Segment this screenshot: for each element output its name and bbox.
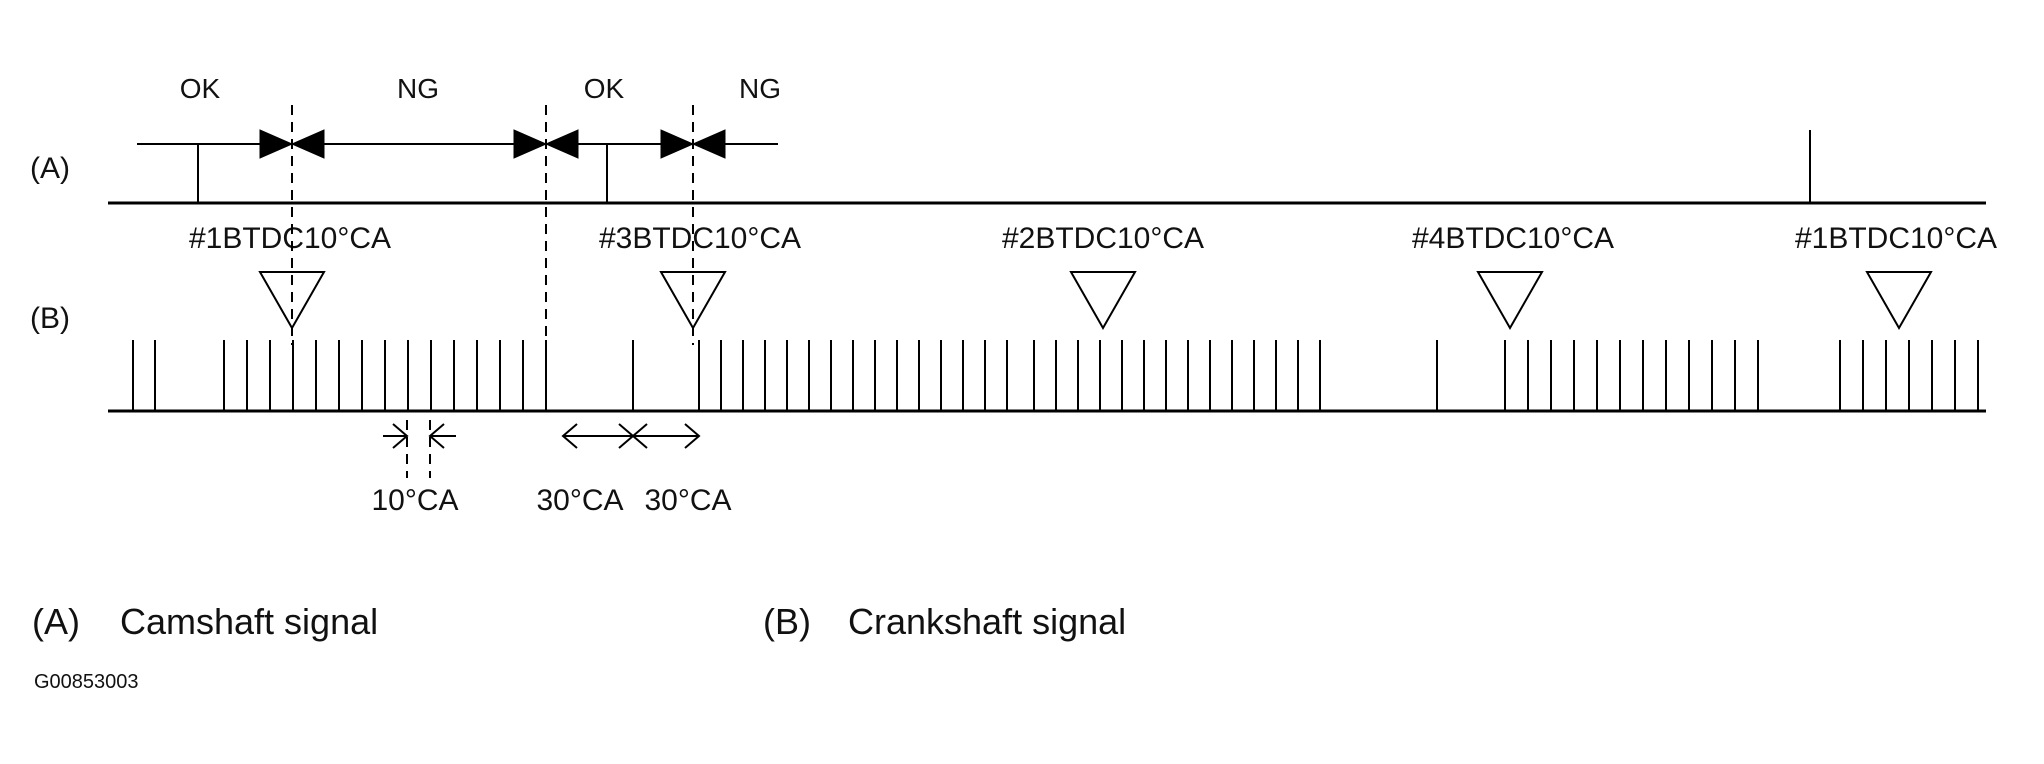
tdc-label-cyl2: #2BTDC10°CA [1002,222,1204,255]
range-boundary-2-left [513,129,548,159]
range-boundary-3-right [691,129,726,159]
legend-text-camshaft: Camshaft signal [120,601,378,642]
reference-dashed-lines [291,105,694,345]
tdc-marker-cyl2 [1069,271,1137,331]
legend-key-b: (B) [763,601,811,642]
dim-label-gap-a: 30°CA [536,484,623,517]
dim-label-gap-b: 30°CA [644,484,731,517]
range-label-ok-2: OK [584,73,625,104]
row-label-crankshaft: (B) [30,302,70,335]
range-boundary-arrows [259,129,726,159]
dim-gap-a-arrow-left [561,423,578,449]
range-label-ng-1: NG [397,73,439,104]
tdc-label-cyl1-repeat: #1BTDC10°CA [1795,222,1997,255]
dim-label-pulse-pitch: 10°CA [371,484,458,517]
range-boundary-2-right [544,129,579,159]
legend-text-crankshaft: Crankshaft signal [848,601,1126,642]
tdc-marker-cyl1-repeat [1865,271,1933,331]
range-boundary-3-left [660,129,695,159]
tdc-marker-cyl4 [1476,271,1544,331]
tdc-label-cyl1: #1BTDC10°CA [189,222,391,255]
range-boundary-1-right [290,129,325,159]
tdc-markers [258,271,1933,331]
dimension-arrows [383,420,701,478]
figure-id: G00853003 [34,671,139,693]
dim-gap-b-arrow-left [631,423,648,449]
tdc-label-cyl4: #4BTDC10°CA [1412,222,1614,255]
dim-pitch-arrow-right [428,423,445,449]
range-boundary-1-left [259,129,294,159]
range-label-ng-2: NG [739,73,781,104]
dim-gap-b-arrow-right [684,423,701,449]
row-label-camshaft: (A) [30,152,70,185]
crankshaft-pulses [132,340,1979,411]
legend-key-a: (A) [32,601,80,642]
range-label-ok-1: OK [180,73,221,104]
dim-pitch-arrow-left [392,423,409,449]
tdc-label-cyl3: #3BTDC10°CA [599,222,801,255]
